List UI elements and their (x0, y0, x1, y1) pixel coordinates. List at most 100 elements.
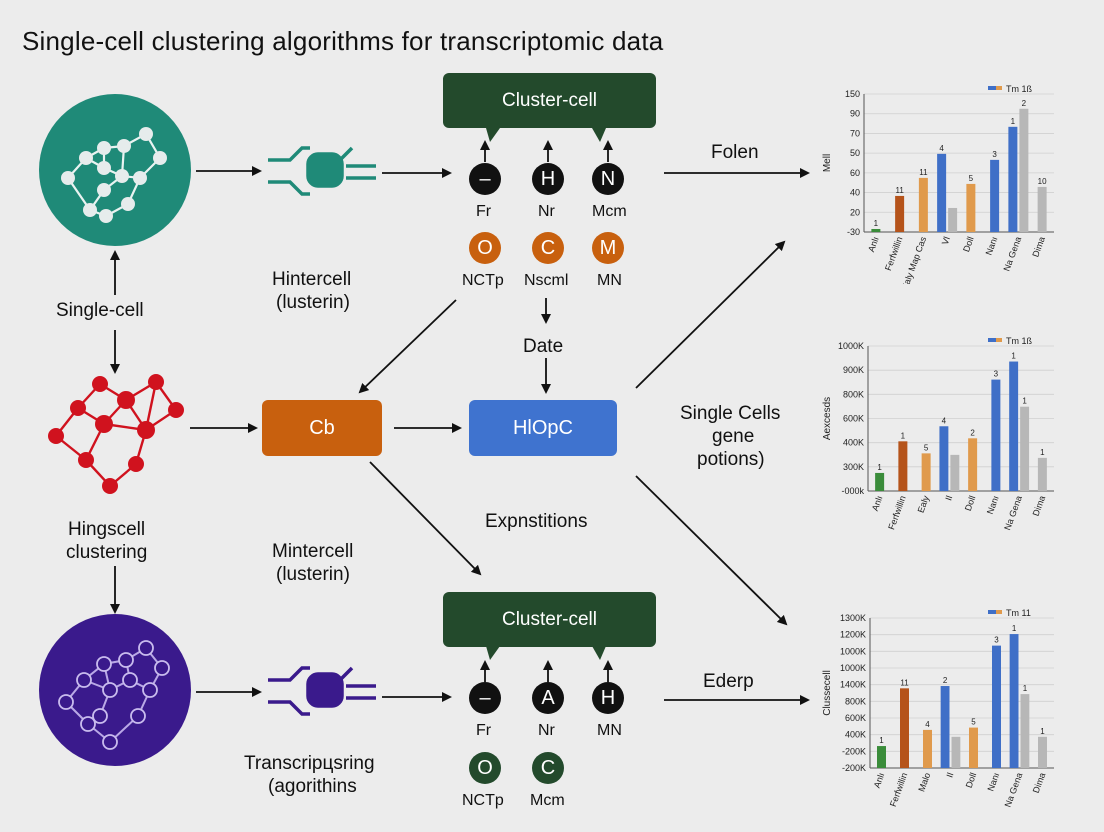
y-tick-label: 400K (843, 438, 864, 448)
bar (940, 686, 950, 768)
node-top-5-label: Nscml (524, 272, 569, 289)
x-tick-label: Doll (963, 494, 978, 512)
node-bottom-4: O (469, 752, 501, 784)
y-tick-label: 50 (850, 148, 860, 158)
bar (966, 183, 976, 232)
label-folen: Folen (711, 142, 759, 163)
node-top-4-label: NCTp (462, 272, 504, 289)
bar-data-label: 5 (924, 443, 929, 452)
y-tick-label: 1400K (840, 680, 866, 690)
bar (1020, 694, 1030, 768)
x-tick-label: Doll (964, 771, 979, 789)
legend-swatch (996, 86, 1002, 90)
node-top-2-label: Nr (538, 203, 555, 220)
y-tick-label: 40 (850, 188, 860, 198)
legend-label: Tm 1ß (1006, 84, 1033, 94)
y-tick-label: -200K (842, 763, 866, 773)
x-tick-label: Ferfwillin (888, 771, 910, 808)
x-tick-label: Nanı (985, 494, 1001, 515)
y-tick-label: 1200K (840, 630, 866, 640)
bar (921, 453, 931, 491)
y-tick-label: 800K (845, 696, 866, 706)
y-tick-label: 1000K (838, 341, 864, 351)
bar-data-label: 1 (1011, 352, 1016, 361)
bar (950, 454, 960, 491)
label-mintercell: Mintercell (272, 541, 354, 562)
bar (1009, 361, 1019, 491)
bar (939, 426, 949, 491)
bar-data-label: 1 (1011, 117, 1016, 126)
x-tick-label: Anlı (866, 235, 881, 253)
label-hingscell: Hingscell (68, 519, 146, 540)
bar-data-label: 1 (874, 219, 879, 228)
legend-label: Tm 11 (1006, 608, 1031, 618)
bar (1037, 457, 1047, 491)
y-tick-label: -200K (842, 746, 866, 756)
x-tick-label: Ealy (916, 494, 932, 514)
y-tick-label: 1000K (840, 646, 866, 656)
node-top-2: H (532, 163, 564, 195)
y-tick-label: 400K (845, 730, 866, 740)
label-ederp: Ederp (703, 671, 754, 692)
bar-data-label: 2 (970, 428, 975, 437)
node-bottom-4-label: NCTp (462, 792, 504, 809)
legend-swatch (988, 86, 996, 90)
legend-label: Tm 1ß (1006, 336, 1033, 346)
x-tick-label: Il (943, 494, 954, 502)
bar (898, 441, 908, 491)
bar-data-label: 4 (942, 416, 947, 425)
bar-data-label: 5 (969, 174, 974, 183)
bar-chart-middle: 1000K900K800K600K400K300K-000kAexcesdsTm… (822, 336, 1054, 532)
x-tick-label: Ferfwillin (883, 235, 905, 272)
bar-data-label: 3 (992, 150, 997, 159)
bar-data-label: 2 (1022, 99, 1027, 108)
legend-swatch (996, 338, 1002, 342)
y-tick-label: 300K (843, 462, 864, 472)
bar-data-label: 3 (994, 370, 999, 379)
bar (877, 746, 886, 768)
x-tick-label: Il (944, 771, 955, 779)
bar (991, 379, 1001, 491)
bar (992, 645, 1001, 768)
bar-data-label: 4 (925, 720, 930, 729)
bar (990, 159, 1000, 232)
y-tick-label: 90 (850, 109, 860, 119)
bar (871, 228, 881, 232)
x-tick-label: Na Gena (1002, 494, 1024, 531)
bar (1009, 634, 1019, 768)
label-clustering: clustering (66, 542, 148, 563)
purple-merge-icon (268, 666, 376, 716)
y-tick-label: 1300K (840, 613, 866, 623)
cluster-cell-bubble-bottom: Cluster-cell (443, 592, 656, 647)
teal-merge-icon (268, 146, 376, 196)
y-tick-label: 150 (845, 89, 860, 99)
bar-data-label: 1 (901, 431, 906, 440)
bar (1020, 406, 1030, 491)
legend-swatch (988, 610, 996, 614)
bar (923, 729, 932, 768)
bar-data-label: 11 (900, 678, 909, 687)
x-tick-label: Na Gena (1002, 235, 1024, 272)
x-tick-label: Ealy Map Cas (900, 235, 929, 284)
cluster-cell-bubble-top: Cluster-cell (443, 73, 656, 128)
node-bottom-2: A (532, 682, 564, 714)
x-tick-label: Doll (961, 235, 976, 253)
node-bottom-2-label: Nr (538, 722, 555, 739)
bar (1019, 108, 1029, 232)
bar-data-label: 11 (919, 168, 928, 177)
y-tick-label: -30 (847, 227, 860, 237)
y-tick-label: 600K (843, 414, 864, 424)
node-top-5: C (532, 232, 564, 264)
bar-data-label: 3 (994, 636, 999, 645)
bar-data-label: 1 (1040, 448, 1045, 457)
label-single-cell: Single-cell (56, 300, 144, 321)
label-gene: gene (712, 426, 755, 447)
teal-network-icon (39, 94, 191, 246)
bar (900, 688, 909, 768)
x-tick-label: Dima (1030, 235, 1047, 258)
y-tick-label: 20 (850, 207, 860, 217)
x-tick-label: Nanı (984, 235, 1000, 256)
hlopc-box: HlOpC (469, 400, 617, 456)
